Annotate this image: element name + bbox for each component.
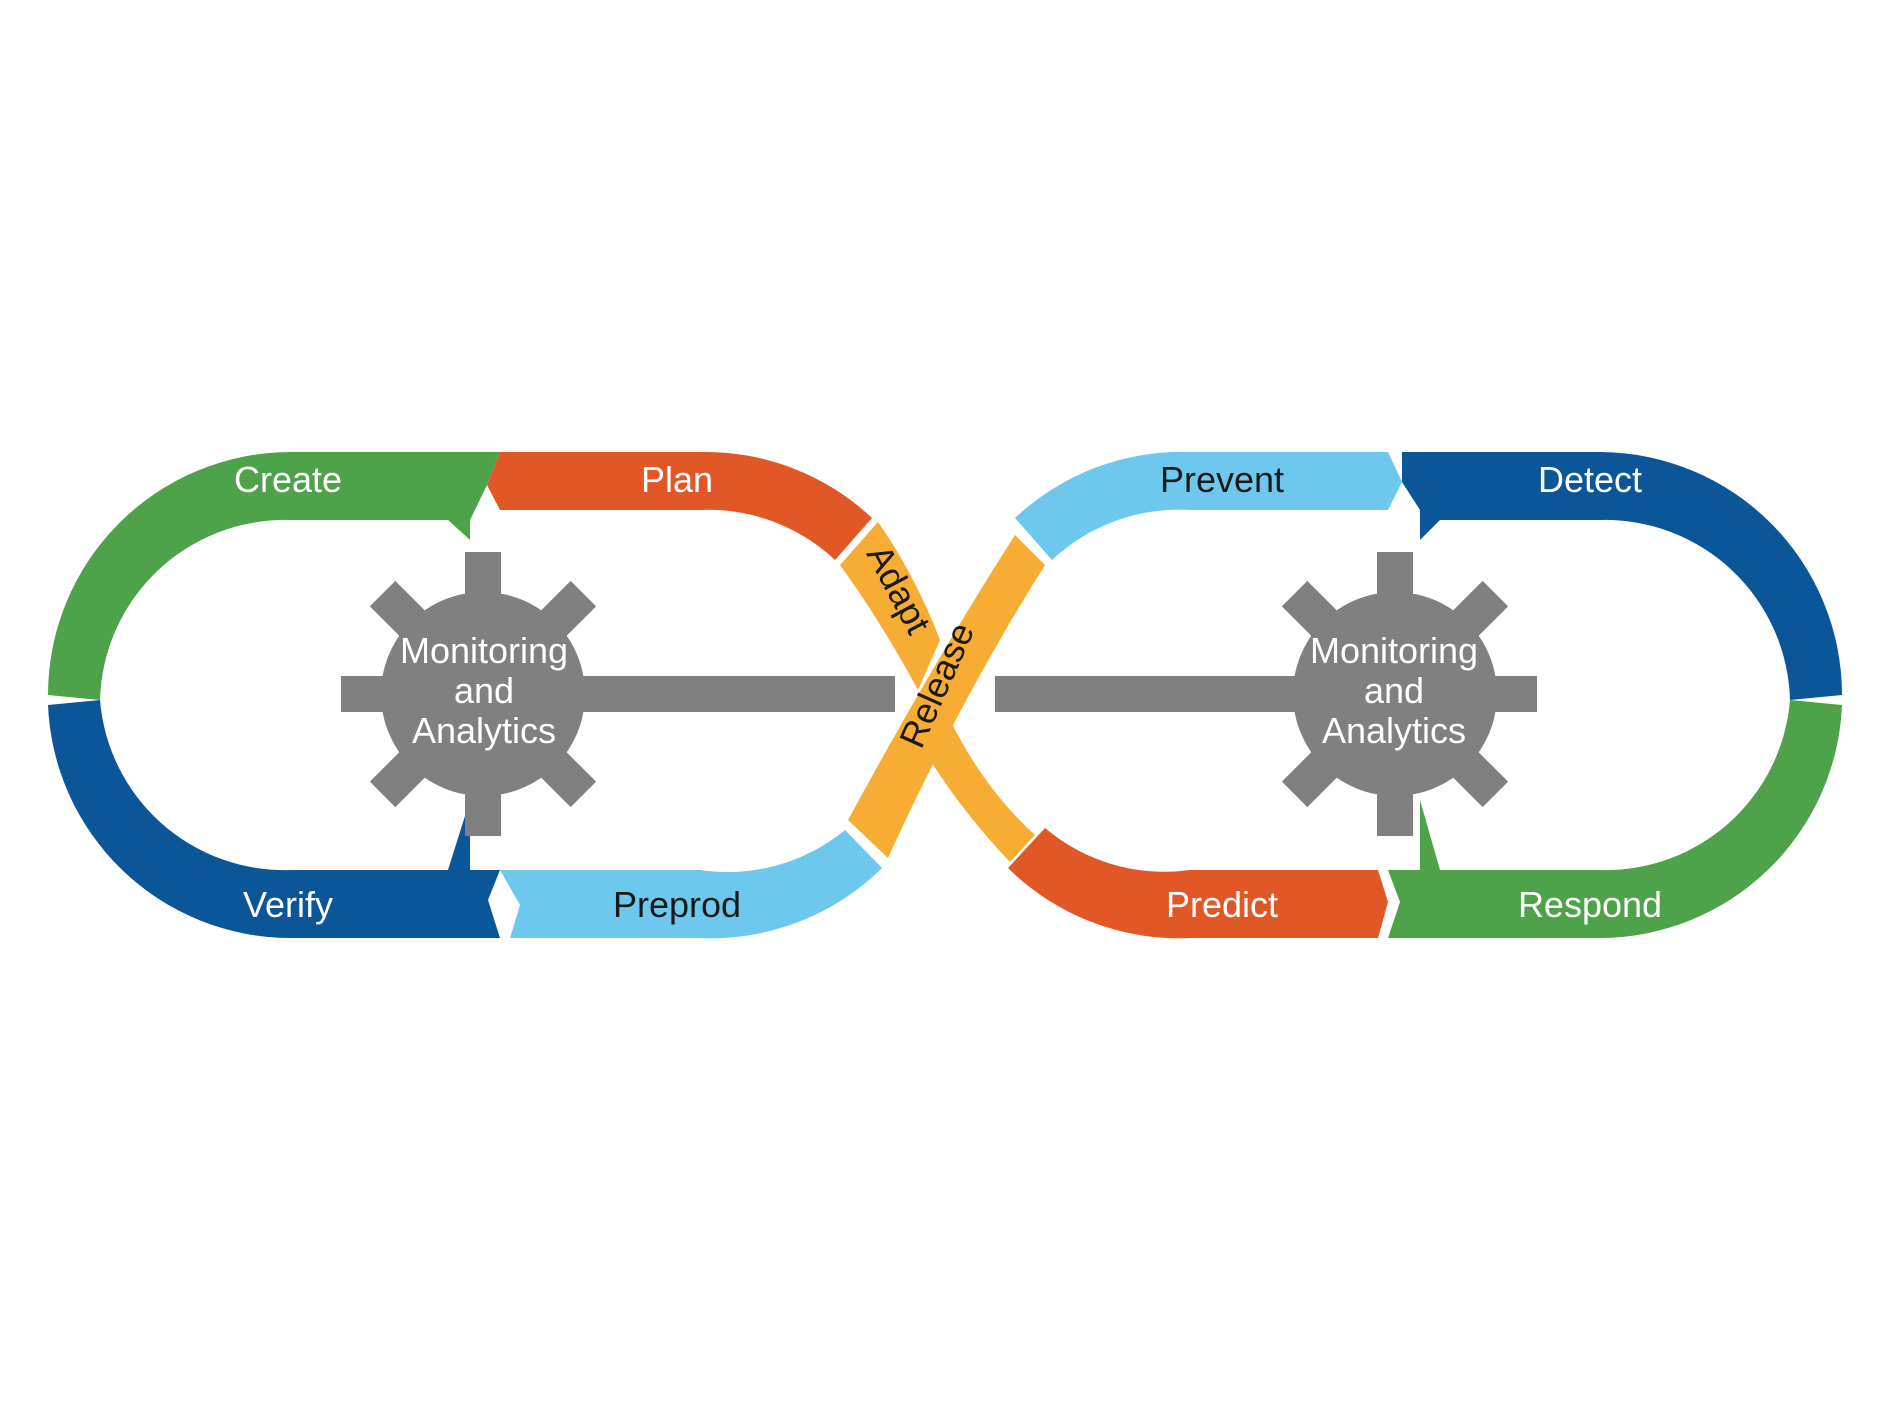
release-lower-tail <box>930 720 1035 862</box>
respond-label: Respond <box>1518 884 1662 925</box>
right-gear-line3: Analytics <box>1322 710 1466 751</box>
gear-body <box>1293 592 1497 796</box>
release-segment[interactable] <box>848 535 1045 858</box>
plan-label: Plan <box>641 459 713 500</box>
left-gear-line2: and <box>454 670 514 711</box>
detect-label: Detect <box>1538 459 1642 500</box>
verify-label: Verify <box>243 884 333 925</box>
right-gear <box>1253 552 1537 836</box>
preprod-label: Preprod <box>613 884 741 925</box>
left-gear-line1: Monitoring <box>400 630 568 671</box>
predict-segment[interactable] <box>1008 828 1388 939</box>
prevent-segment[interactable] <box>1015 451 1402 560</box>
right-gear-line2: and <box>1364 670 1424 711</box>
respond-segment[interactable] <box>1388 700 1842 938</box>
adapt-segment[interactable] <box>840 522 940 690</box>
create-segment[interactable] <box>48 452 500 700</box>
preprod-segment[interactable] <box>500 830 882 939</box>
left-gear <box>341 552 625 836</box>
predict-label: Predict <box>1166 884 1278 925</box>
detect-segment[interactable] <box>1402 452 1842 700</box>
right-gear-line1: Monitoring <box>1310 630 1478 671</box>
gear-body <box>381 592 585 796</box>
plan-segment[interactable] <box>487 451 872 560</box>
verify-segment[interactable] <box>48 700 500 938</box>
create-label: Create <box>234 459 342 500</box>
prevent-label: Prevent <box>1160 459 1284 500</box>
left-gear-line3: Analytics <box>412 710 556 751</box>
